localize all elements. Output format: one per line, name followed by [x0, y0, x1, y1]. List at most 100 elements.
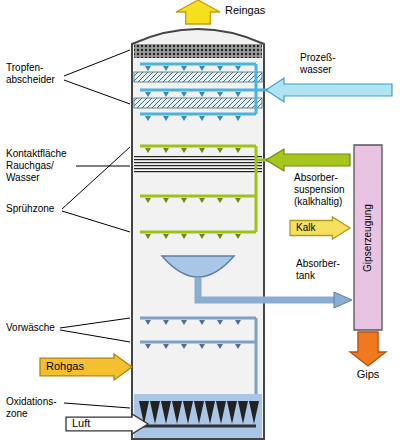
spray-nozzle — [217, 148, 223, 153]
leader-line — [62, 147, 130, 209]
spray-nozzle — [181, 344, 187, 349]
input-arrow: Kalk — [290, 217, 350, 239]
spray-nozzle — [199, 92, 205, 97]
air-diffuser — [216, 401, 226, 424]
droplet-separator — [134, 98, 262, 108]
leader-line — [64, 80, 130, 104]
spray-nozzle — [199, 66, 205, 71]
air-diffuser — [150, 401, 160, 424]
spray-nozzle — [145, 344, 151, 349]
outlet-arrow: Reingas — [176, 0, 220, 24]
absorber-tank — [162, 256, 234, 277]
spray-nozzle — [163, 92, 169, 97]
spray-nozzle — [235, 66, 241, 71]
part-label: Tropfen- abscheider — [6, 62, 64, 86]
spray-bar — [140, 317, 256, 320]
air-diffuser — [161, 401, 171, 424]
spray-bar — [140, 195, 256, 198]
spray-nozzle — [235, 92, 241, 97]
process-water-pipes — [140, 64, 268, 114]
spray-nozzle — [163, 198, 169, 203]
input-arrow-outline — [40, 354, 132, 380]
spray-nozzle — [163, 320, 169, 325]
leader-line — [64, 50, 130, 76]
spray-nozzle — [181, 66, 187, 71]
spray-bar — [140, 145, 256, 148]
spray-nozzle — [181, 116, 187, 121]
spray-nozzle — [145, 320, 151, 325]
process-box-outline — [354, 145, 382, 330]
spray-nozzle — [199, 344, 205, 349]
packing-layer — [134, 44, 262, 58]
leader-line — [60, 318, 130, 328]
spray-bar — [140, 89, 256, 92]
air-diffuser — [249, 401, 259, 424]
spray-nozzle — [181, 148, 187, 153]
tank-pipe — [198, 278, 336, 300]
spray-nozzle — [217, 344, 223, 349]
process-water-arrow — [266, 78, 392, 102]
spray-nozzle — [217, 234, 223, 239]
node-text: Luft — [72, 417, 90, 430]
part-label: Kontaktfläche Rauchgas/ Wasser — [6, 148, 78, 184]
tower-shell — [132, 29, 264, 439]
spray-nozzle — [235, 320, 241, 325]
spray-nozzle — [145, 66, 151, 71]
nozzles — [145, 66, 241, 349]
node-text: Gipserzeugung — [362, 204, 374, 272]
spray-nozzle — [145, 148, 151, 153]
spray-nozzle — [235, 234, 241, 239]
part-label: Vorwäsche — [6, 322, 66, 334]
leader-line — [60, 330, 130, 342]
air-diffuser — [183, 401, 193, 424]
droplet-separator — [134, 72, 262, 82]
spray-bar — [140, 113, 256, 116]
spray-nozzle — [217, 116, 223, 121]
air-diffuser — [238, 401, 248, 424]
part-label: Prozeß- wasser — [300, 52, 346, 76]
spray-nozzle — [181, 234, 187, 239]
spray-nozzle — [145, 234, 151, 239]
spray-nozzle — [199, 234, 205, 239]
spray-nozzle — [145, 92, 151, 97]
air-pipe — [140, 425, 256, 428]
spray-nozzle — [181, 92, 187, 97]
air-diffuser — [205, 401, 215, 424]
input-arrow: Rohgas — [40, 354, 132, 380]
spray-nozzle — [217, 320, 223, 325]
suspension-arrow — [266, 149, 350, 171]
spray-nozzle — [163, 116, 169, 121]
leader-lines — [60, 50, 130, 408]
part-label: Oxidations- zone — [6, 396, 64, 420]
process-box: Gipserzeugung — [354, 145, 382, 330]
spray-nozzle — [199, 198, 205, 203]
leader-line — [64, 403, 130, 408]
riser-pipe — [256, 146, 268, 232]
spray-nozzle — [181, 198, 187, 203]
outlet-arrow-shape — [176, 0, 220, 24]
air-diffusers — [139, 401, 259, 424]
spray-bar — [140, 341, 256, 344]
contact-surface — [134, 156, 262, 174]
spray-nozzle — [163, 344, 169, 349]
part-label: Absorber- tank — [296, 258, 350, 282]
spray-nozzle — [217, 92, 223, 97]
input-arrow: Luft — [66, 414, 148, 434]
spray-nozzle — [163, 234, 169, 239]
spray-nozzle — [235, 148, 241, 153]
output-arrow: Gips — [350, 332, 386, 366]
output-arrow-outline — [350, 332, 386, 366]
riser-pipe — [256, 64, 268, 114]
node-text: Kalk — [296, 222, 315, 234]
spray-nozzle — [235, 198, 241, 203]
spray-nozzle — [217, 198, 223, 203]
sump — [134, 394, 262, 438]
node-text: Reingas — [225, 4, 265, 17]
spray-nozzle — [145, 198, 151, 203]
spray-nozzle — [163, 148, 169, 153]
air-diffuser — [172, 401, 182, 424]
input-arrow-outline — [290, 217, 350, 239]
suspension-pipes — [140, 146, 268, 232]
spray-nozzle — [217, 66, 223, 71]
